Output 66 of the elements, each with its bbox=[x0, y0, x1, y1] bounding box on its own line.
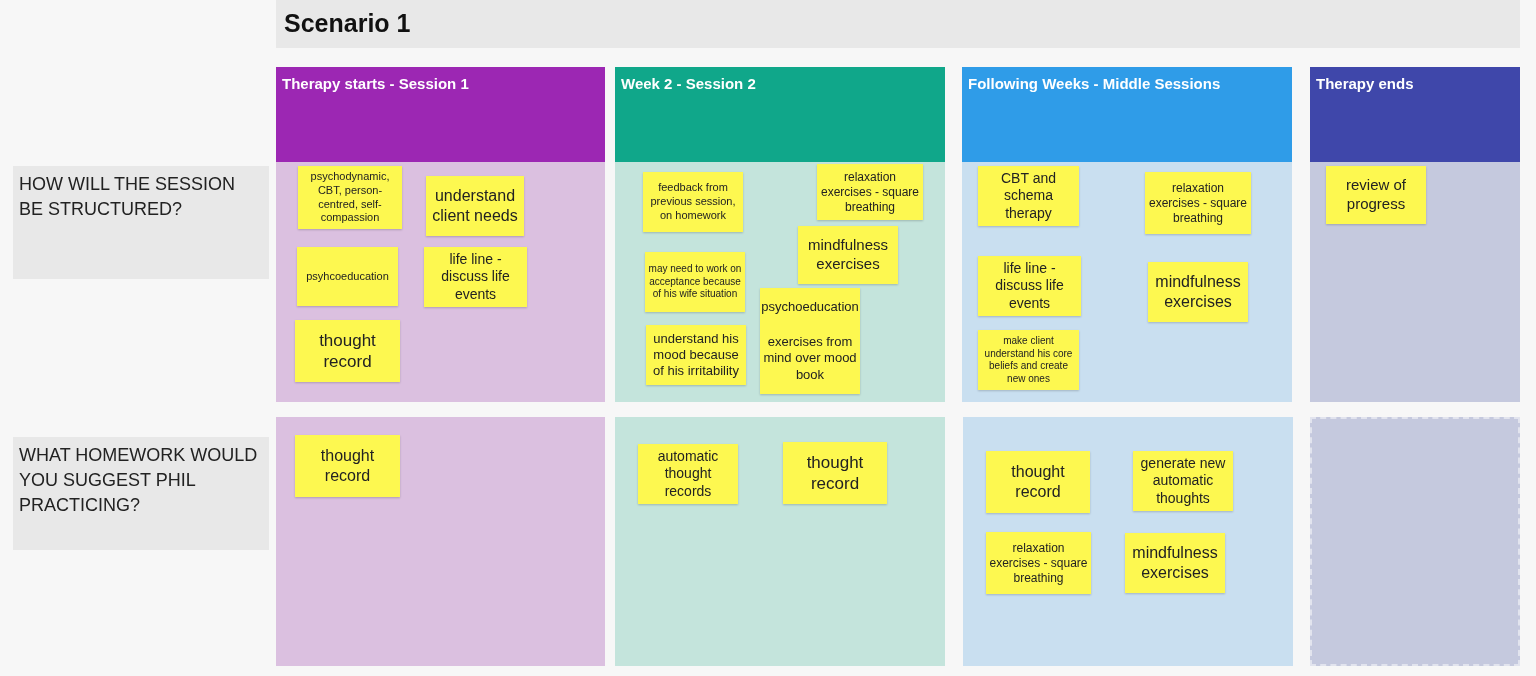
sticky-note bbox=[643, 172, 743, 232]
note-text: feedback from previous session, on homework bbox=[649, 181, 737, 223]
lane-cell bbox=[962, 162, 1292, 402]
sticky-note bbox=[978, 256, 1081, 316]
sticky-note bbox=[760, 288, 860, 394]
sticky-note bbox=[297, 247, 398, 306]
column-header bbox=[276, 67, 605, 162]
sticky-note bbox=[1125, 533, 1225, 593]
sticky-note bbox=[1326, 166, 1426, 224]
column-header bbox=[1310, 67, 1520, 162]
note-text: make client understand his core beliefs and create new ones bbox=[983, 335, 1074, 385]
sticky-note bbox=[645, 252, 745, 312]
column-header bbox=[615, 67, 945, 162]
note-text: mindfulness exercises bbox=[1131, 543, 1219, 583]
sticky-note bbox=[638, 444, 738, 504]
row-question: WHAT HOMEWORK WOULD YOU SUGGEST PHIL PRACTICING? bbox=[19, 444, 259, 517]
note-text: thought record bbox=[319, 446, 376, 486]
sticky-note bbox=[978, 166, 1079, 226]
lane-cell bbox=[276, 162, 605, 402]
lane-cell bbox=[615, 417, 945, 666]
sticky-note bbox=[295, 435, 400, 497]
sticky-note bbox=[426, 176, 524, 236]
column-header bbox=[962, 67, 1292, 162]
note-text: review of progress bbox=[1345, 176, 1407, 214]
sticky-note bbox=[424, 247, 527, 307]
lane-cell bbox=[963, 417, 1293, 666]
lane-cell bbox=[1310, 162, 1520, 402]
sticky-note bbox=[986, 532, 1091, 594]
sticky-note bbox=[798, 226, 898, 284]
sticky-note bbox=[1133, 451, 1233, 511]
note-text: relaxation exercises - square breathing bbox=[820, 169, 920, 215]
column-title: Therapy starts - Session 1 bbox=[282, 74, 470, 94]
lane-cell bbox=[1310, 417, 1520, 666]
sticky-note bbox=[783, 442, 887, 504]
sticky-note bbox=[295, 320, 400, 382]
note-text: life line - discuss life events bbox=[440, 250, 511, 304]
note-text: may need to work on acceptance because of his wife situation bbox=[648, 263, 742, 301]
lane-cell bbox=[615, 162, 945, 402]
note-text: relaxation exercises - square breathing bbox=[989, 540, 1088, 586]
note-text: psychoeducation bbox=[761, 299, 859, 316]
note-text: life line - discuss life events bbox=[994, 259, 1065, 313]
column-title: Following Weeks - Middle Sessions bbox=[968, 74, 1222, 94]
column-title: Week 2 - Session 2 bbox=[621, 74, 757, 94]
sticky-note bbox=[646, 325, 746, 385]
sticky-note bbox=[1148, 262, 1248, 322]
lane-cell bbox=[276, 417, 605, 666]
sticky-note bbox=[1145, 172, 1251, 234]
note-text: thought record bbox=[318, 329, 377, 373]
note-text: thought record bbox=[805, 451, 865, 495]
note-text: mindfulness exercises bbox=[1154, 272, 1242, 312]
note-text: automatic thought records bbox=[656, 447, 720, 501]
sticky-note bbox=[986, 451, 1090, 513]
note-text: understand client needs bbox=[431, 186, 519, 226]
sticky-note bbox=[298, 166, 402, 229]
row-question: HOW WILL THE SESSION BE STRUCTURED? bbox=[19, 173, 237, 221]
note-text: thought record bbox=[1010, 462, 1066, 502]
note-text: CBT and schema therapy bbox=[1000, 169, 1057, 223]
note-text: psyhcoeducation bbox=[306, 269, 389, 284]
title: Scenario 1 bbox=[284, 8, 411, 40]
note-text: exercises from mind over mood book bbox=[763, 334, 857, 383]
note-text: generate new automatic thoughts bbox=[1139, 454, 1227, 508]
note-text: mindfulness exercises bbox=[806, 236, 889, 274]
note-text: relaxation exercises - square breathing bbox=[1148, 180, 1248, 226]
note-text: psychodynamic, CBT, person-centred, self-compassion bbox=[309, 170, 391, 225]
note-text: understand his mood because of his irritability bbox=[652, 330, 740, 380]
column-title: Therapy ends bbox=[1316, 74, 1415, 94]
